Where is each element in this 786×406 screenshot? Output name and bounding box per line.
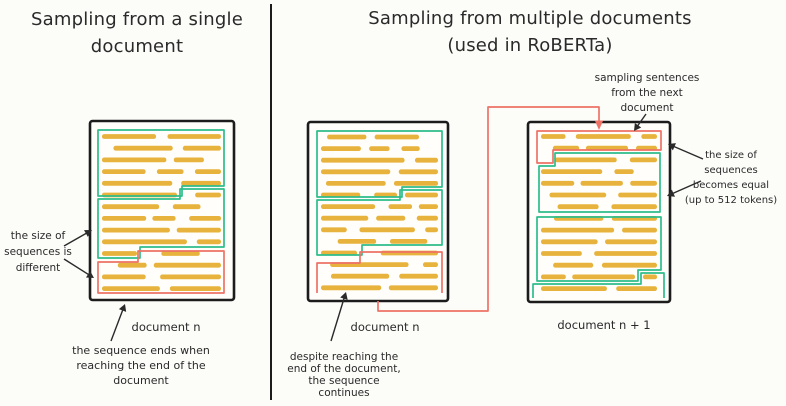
- size-different-note: the size of sequences is different: [0, 228, 76, 276]
- left-panel-title: Sampling from a single document: [7, 6, 267, 60]
- size-note-line-1: the size of: [10, 230, 66, 242]
- end-note-line-2: reaching the end of the: [76, 359, 206, 372]
- document-n-plus-1-label: document n + 1: [557, 318, 651, 332]
- continue-note-line-4: continues: [318, 387, 370, 399]
- continue-note-line-2: end of the document,: [287, 363, 401, 375]
- right-title-line-2: (used in RoBERTa): [447, 35, 613, 56]
- continue-note-line-3: the sequence: [308, 375, 380, 387]
- size-note-line-3: different: [15, 262, 61, 274]
- equal-note-line-2: sequences: [704, 165, 758, 176]
- equal-note-line-3: becomes equal: [692, 180, 770, 191]
- continue-note-line-1: despite reaching the: [289, 351, 399, 363]
- left-title-line-2: document: [90, 36, 184, 57]
- end-note-line-3: document: [113, 374, 169, 387]
- equal-note-line-4: (up to 512 tokens): [684, 195, 778, 206]
- sequence-continuation-connector: [377, 106, 604, 312]
- left-title-line-1: Sampling from a single: [30, 9, 244, 30]
- document-n-right-figure: [306, 120, 450, 303]
- panel-divider: [270, 4, 272, 400]
- annotation-arrows: [63, 113, 704, 342]
- sampling-note-line-3: document: [620, 102, 674, 114]
- sequence-continues-note: despite reaching the end of the document…: [281, 351, 407, 399]
- right-title-line-1: Sampling from multiple documents: [368, 8, 692, 29]
- sequences-equal-note: the size of sequences becomes equal (up …: [676, 148, 786, 208]
- document-n-plus-1-figure: [526, 120, 672, 304]
- document-n-left-label: document n: [131, 320, 201, 334]
- right-panel-title: Sampling from multiple documents (used i…: [350, 5, 710, 59]
- equal-note-line-1: the size of: [705, 150, 757, 161]
- sequence-ends-note: the sequence ends when reaching the end …: [66, 343, 216, 388]
- sampling-sentences-note: sampling sentences from the next documen…: [588, 71, 706, 116]
- document-n-left-figure: [88, 119, 236, 302]
- size-note-line-2: sequences is: [4, 246, 72, 258]
- sampling-note-line-2: from the next: [611, 87, 683, 99]
- sampling-note-line-1: sampling sentences: [594, 72, 700, 84]
- end-note-line-1: the sequence ends when: [72, 344, 210, 357]
- document-n-right-label: document n: [350, 320, 420, 334]
